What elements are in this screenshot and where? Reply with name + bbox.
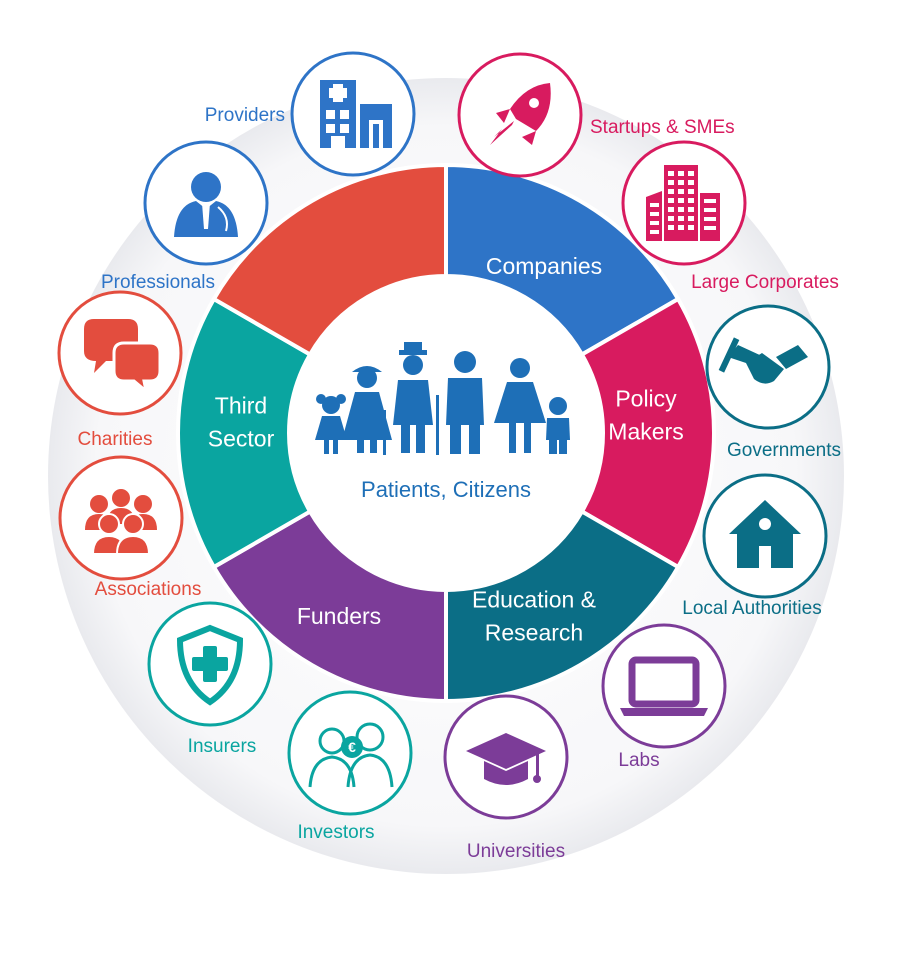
stakeholder-label: Startups & SMEs (590, 117, 735, 138)
stakeholder-startups-smes: Startups & SMEs (457, 52, 735, 178)
segment-label-companies: Companies (486, 253, 602, 279)
stakeholder-label: Charities (78, 429, 153, 450)
shield-cross-icon (176, 624, 244, 706)
stakeholder-circle (601, 623, 727, 749)
stakeholder-label: Universities (467, 841, 565, 862)
stakeholder-labs: Labs (601, 623, 727, 771)
doctor-icon (174, 172, 238, 237)
stakeholder-label: Professionals (101, 272, 215, 293)
stakeholder-label: Investors (297, 822, 374, 843)
graduation-cap-icon (466, 733, 546, 785)
speech-bubbles-icon (84, 319, 162, 395)
stakeholder-label: Local Authorities (682, 598, 821, 619)
stakeholder-label: Insurers (188, 736, 257, 757)
house-icon (729, 500, 801, 568)
rocket-icon (490, 83, 551, 145)
stakeholder-label: Large Corporates (691, 272, 839, 293)
stakeholder-label: Providers (205, 105, 285, 126)
hospital-building-icon (320, 80, 392, 148)
family-icon (315, 342, 570, 455)
stakeholder-providers: Providers (205, 51, 416, 177)
stakeholder-label: Associations (95, 579, 202, 600)
segment-label-policy: Makers (608, 419, 683, 445)
center-label: Patients, Citizens (361, 477, 531, 502)
stakeholder-insurers: Insurers (147, 601, 273, 757)
stakeholder-large-corporates: Large Corporates (621, 140, 839, 293)
stakeholder-governments: Governments (705, 304, 841, 461)
segment-label-policy: Policy (615, 386, 677, 412)
svg-text:€: € (348, 739, 356, 755)
stakeholder-label: Labs (618, 750, 659, 771)
group-icon (85, 489, 157, 555)
stakeholder-associations: Associations (58, 455, 202, 600)
segment-label-education: Education & (472, 587, 596, 613)
segment-label-third: Third (215, 393, 267, 419)
stakeholder-charities: Charities (57, 290, 183, 450)
segment-label-education: Research (485, 620, 583, 646)
stakeholder-universities: Universities (443, 694, 569, 862)
laptop-icon (620, 656, 708, 716)
center-disk (289, 276, 603, 590)
office-tower-icon (646, 165, 720, 241)
segment-label-third: Sector (208, 426, 275, 452)
stakeholder-local-authorities: Local Authorities (682, 473, 828, 619)
stakeholder-label: Governments (727, 440, 841, 461)
investors-icon: € (308, 722, 394, 788)
stakeholder-investors: € Investors (287, 690, 413, 843)
handshake-icon (718, 337, 808, 384)
stakeholder-professionals: Professionals (101, 140, 269, 293)
segment-label-funders: Funders (297, 603, 381, 629)
